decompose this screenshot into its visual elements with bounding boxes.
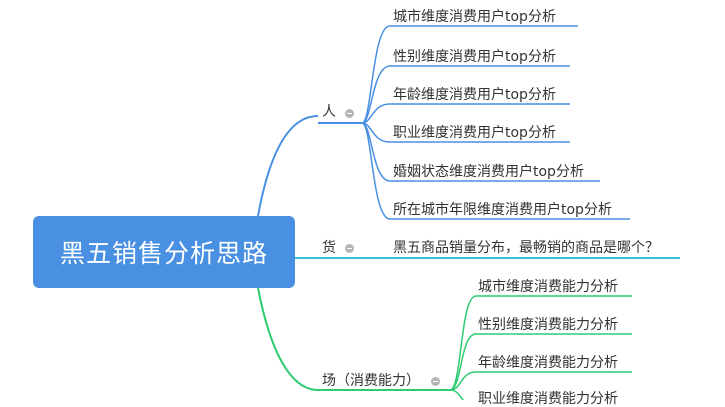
leaf-chang-1[interactable]: 性别维度消费能力分析 [478, 317, 618, 333]
leaf-huo-0[interactable]: 黑五商品销量分布，最畅销的商品是哪个？ [393, 240, 659, 256]
branch-ren[interactable]: 人 [322, 104, 336, 120]
root-node[interactable]: 黑五销售分析思路 [33, 216, 295, 288]
leaf-ren-5[interactable]: 所在城市年限维度消费用户top分析 [393, 202, 612, 218]
leaf-chang-0[interactable]: 城市维度消费能力分析 [478, 279, 618, 295]
collapse-icon[interactable] [345, 244, 354, 253]
leaf-chang-3[interactable]: 职业维度消费能力分析 [478, 391, 618, 407]
leaf-chang-2[interactable]: 年龄维度消费能力分析 [478, 355, 618, 371]
collapse-icon[interactable] [345, 109, 354, 118]
leaf-ren-3[interactable]: 职业维度消费用户top分析 [393, 125, 556, 141]
branch-huo[interactable]: 货 [322, 240, 336, 256]
collapse-icon[interactable] [431, 377, 440, 386]
leaf-ren-1[interactable]: 性别维度消费用户top分析 [393, 49, 556, 65]
leaf-ren-0[interactable]: 城市维度消费用户top分析 [393, 9, 556, 25]
branch-chang[interactable]: 场（消费能力） [322, 373, 420, 389]
connector-root-chang [257, 287, 319, 391]
leaf-ren-4[interactable]: 婚姻状态维度消费用户top分析 [393, 164, 584, 180]
leaf-ren-2[interactable]: 年龄维度消费用户top分析 [393, 87, 556, 103]
connector-root-ren [257, 115, 319, 217]
